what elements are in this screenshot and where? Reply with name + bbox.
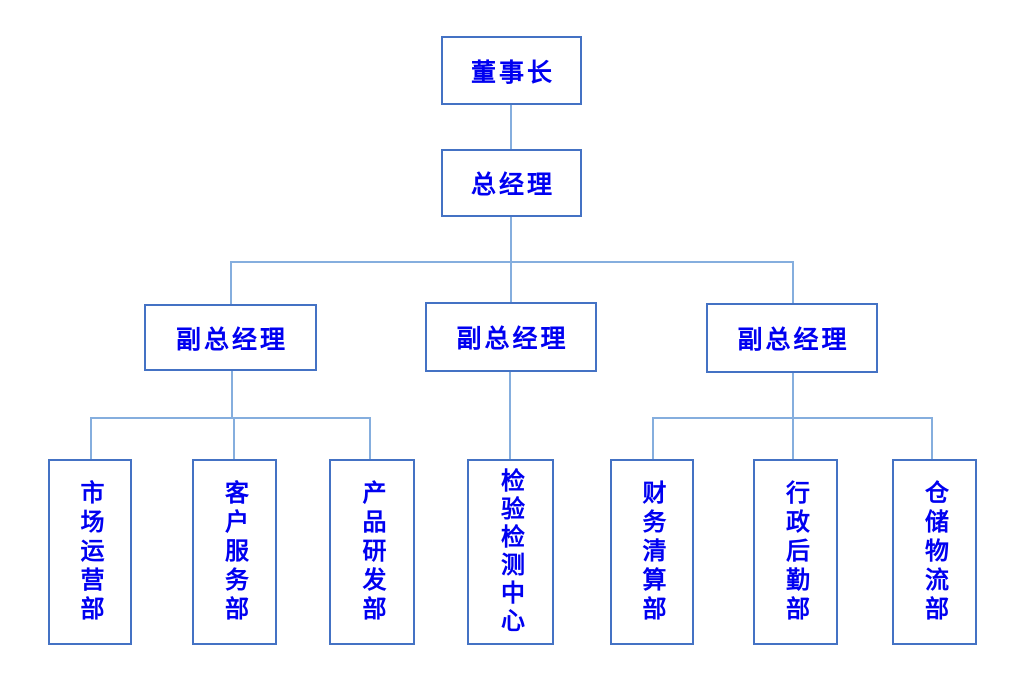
- node-dept-admin-logistics: 行政后勤部: [753, 459, 838, 645]
- connector-drop-dept-5: [652, 417, 654, 459]
- connector-drop-deputy-1: [230, 261, 232, 304]
- connector-bus-left-depts: [90, 417, 371, 419]
- node-dept-finance-settlement: 财务清算部: [610, 459, 694, 645]
- connector-drop-deputy-3: [792, 261, 794, 303]
- connector-drop-dept-3: [369, 417, 371, 459]
- connector-chairman-gm: [510, 105, 512, 149]
- connector-bus-level3: [230, 261, 794, 263]
- connector-deputy2-dept-4: [509, 372, 511, 459]
- node-dept-customer-service: 客户服务部: [192, 459, 277, 645]
- connector-deputy1-bus: [231, 371, 233, 419]
- node-dept-market-operations: 市场运营部: [48, 459, 132, 645]
- connector-drop-dept-6: [792, 417, 794, 459]
- node-dept-inspection-testing-center: 检验检测中心: [467, 459, 554, 645]
- node-general-manager: 总经理: [441, 149, 582, 217]
- connector-drop-dept-2: [233, 417, 235, 459]
- node-chairman: 董事长: [441, 36, 582, 105]
- connector-gm-bus: [510, 217, 512, 263]
- node-deputy-general-manager-2: 副总经理: [425, 302, 597, 372]
- connector-drop-dept-7: [931, 417, 933, 459]
- connector-deputy3-bus: [792, 373, 794, 419]
- node-deputy-general-manager-3: 副总经理: [706, 303, 878, 373]
- node-deputy-general-manager-1: 副总经理: [144, 304, 317, 371]
- connector-drop-dept-1: [90, 417, 92, 459]
- node-dept-warehouse-logistics: 仓储物流部: [892, 459, 977, 645]
- connector-drop-deputy-2: [510, 261, 512, 302]
- node-dept-product-rnd: 产品研发部: [329, 459, 415, 645]
